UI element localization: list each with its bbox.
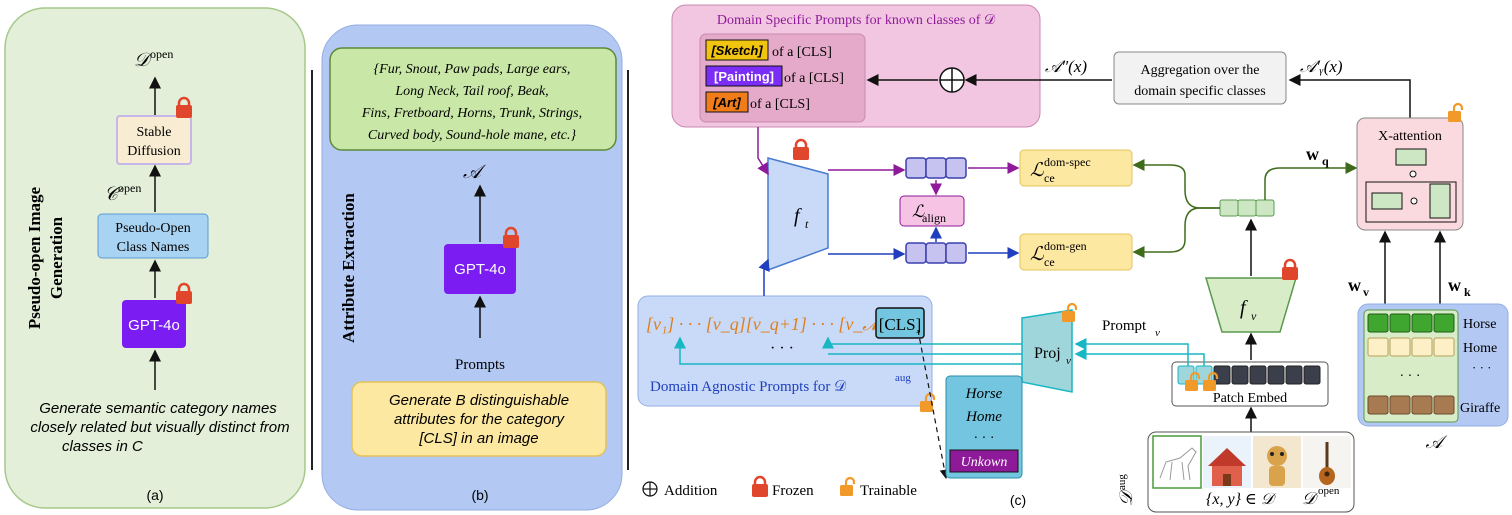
class-horse: Horse [1463,317,1496,332]
legend-addition: Addition [664,483,718,499]
l-align-sub: align [922,211,946,225]
a-double-prime: 𝒜″(x) [1045,57,1087,76]
d-aug-rot-sup: aug [1116,474,1128,490]
dsp-tag-painting: [Painting] [714,69,774,84]
fv-sub: v [1251,309,1257,323]
unk-horse: Horse [965,386,1003,402]
unlock-icon [1060,302,1078,324]
caption-c: (c) [1010,492,1026,508]
d-open-sup: open [150,47,173,61]
instruction-b-line2: attributes for the category [394,411,566,428]
panel-b-title: Attribute Extraction [339,193,358,343]
l-spec-sup: dom-spec [1044,155,1091,169]
pseudo-names-line2: Class Names [117,240,190,255]
attributes-line3: Fins, Fretboard, Horns, Trunk, Strings, [361,106,582,121]
wk-label: w [1448,275,1461,295]
prompt-dots: · · · [770,340,794,357]
a-prime: 𝒜′ᵧ(x) [1300,57,1343,76]
attributes-line1: {Fur, Snout, Paw pads, Large ears, [374,62,571,77]
prompt-v-label: Prompt [1102,318,1147,334]
panel-b: {Fur, Snout, Paw pads, Large ears, Long … [321,24,623,511]
panel-a: Pseudo-open Image Generation 𝒟 open Stab… [4,7,306,509]
l-gen-sub: ce [1044,255,1055,269]
unk-dots: · · · [974,431,995,446]
dsp-tag-sketch: [Sketch] [710,43,763,58]
proj-sub: v [1066,355,1071,367]
d-open-label: 𝒟 [134,50,153,71]
stable-diffusion-line2: Diffusion [127,144,180,159]
class-home: Home [1463,341,1497,356]
l-gen-sup: dom-gen [1044,239,1087,253]
table-dots: · · · [1400,369,1421,384]
dsp-rest-painting: of a [CLS] [784,71,844,86]
c-open-sup: open [118,181,141,195]
wv-sub: v [1363,285,1369,299]
l-align: ℒ [912,202,925,221]
class-giraffe: Giraffe [1460,401,1500,416]
dsp-rest-sketch: of a [CLS] [772,45,832,60]
instruction-a-line3: classes in C [62,438,143,455]
gpt-4o-b: GPT-4o [454,261,506,278]
set-label: {x, y} ∈ 𝒟 [1206,491,1277,508]
instruction-b-line1: Generate B distinguishable [389,392,569,409]
proj-label: Proj [1034,345,1061,362]
instruction-b-line3: [CLS] in an image [418,430,538,447]
dap-label: Domain Agnostic Prompts for 𝒟 [650,379,846,395]
attributes-line4: Curved body, Sound-hole mane, etc.} [368,128,577,143]
dsp-tag-art: [Art] [712,95,741,110]
caption-b: (b) [471,487,488,503]
ft-sub: t [805,217,809,231]
instruction-a-line2: closely related but visually distinct fr… [30,419,289,436]
prompt-v-sub: v [1155,327,1160,339]
panel-a-title-line1: Pseudo-open Image [25,186,44,329]
wq-label: w [1306,144,1319,164]
legend-trainable: Trainable [860,483,917,499]
wv-label: w [1348,275,1361,295]
l-spec: ℒ [1030,160,1045,181]
dap-sup: aug [895,372,911,384]
panel-a-title-line2: Generation [47,216,66,299]
lock-icon [750,475,770,499]
unlock-icon [838,476,856,498]
aggregation-line2: domain specific classes [1134,84,1265,99]
l-gen: ℒ [1030,244,1045,265]
dsp-rest-art: of a [CLS] [750,97,810,112]
pseudo-names-line1: Pseudo-Open [115,221,190,236]
gpt-4o-a: GPT-4o [128,317,180,334]
prompts-label: Prompts [455,357,505,373]
x-attention-label: X-attention [1378,129,1442,144]
a-label-c: 𝒜 [1425,432,1447,452]
patch-embed-label: Patch Embed [1213,391,1287,406]
unk-unknown: Unkown [961,455,1008,470]
unk-home: Home [965,409,1002,425]
image-strip [1152,435,1351,489]
ft-label: f [794,205,802,227]
aggregation-line1: Aggregation over the [1141,63,1260,78]
dsp-title: Domain Specific Prompts for known classe… [717,13,996,28]
instruction-a-line1: Generate semantic category names [39,400,277,417]
lock-icon [1280,258,1300,282]
attributes-line2: Long Neck, Tail roof, Beak, [394,84,548,99]
sketch-horse-image [1152,435,1202,489]
panel-c: Domain Specific Prompts for known classe… [637,4,1509,513]
unlock-icon [1446,102,1464,124]
legend-frozen: Frozen [772,483,814,499]
wk-sub: k [1464,285,1471,299]
d-open-c: 𝒟 [1302,489,1319,508]
l-spec-sub: ce [1044,171,1055,185]
d-aug-rot: 𝒟 [1116,488,1136,506]
prompt-tokens: [v₁] · · · [v_q][v_q+1] · · · [v_𝓜] [646,314,890,334]
d-open-c-sup: open [1318,485,1340,497]
lock-icon [791,138,811,162]
class-dots: · · · [1472,360,1492,375]
fv-label: f [1240,297,1248,319]
wq-sub: q [1322,154,1329,168]
caption-a: (a) [146,487,163,503]
cls-token: [CLS] [879,315,922,334]
stable-diffusion-line1: Stable [137,125,172,140]
